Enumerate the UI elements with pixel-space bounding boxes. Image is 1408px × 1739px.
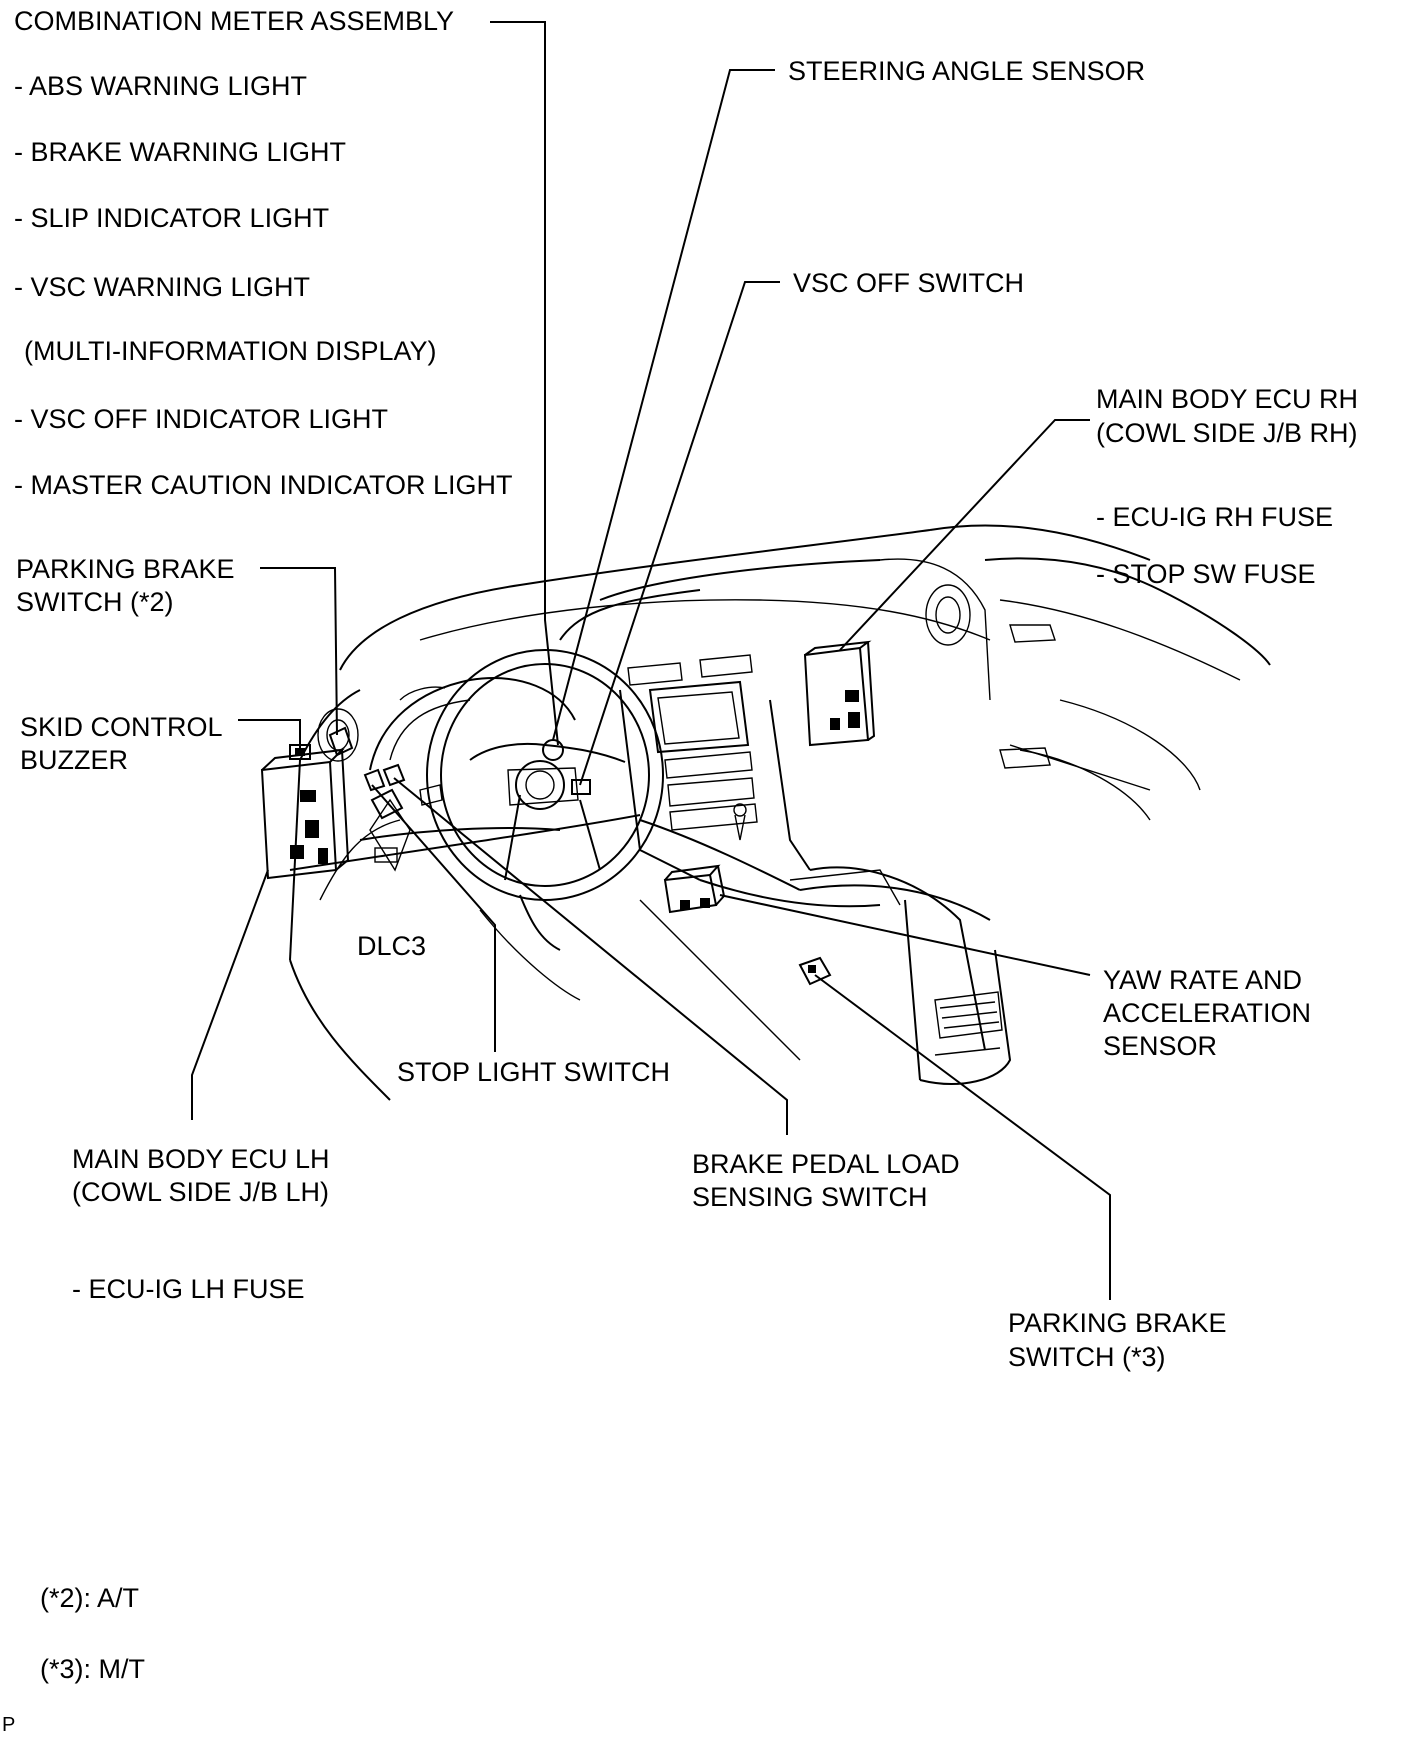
leader-parking-brake-switch-2 — [260, 567, 338, 736]
label-multi-information-display: (MULTI-INFORMATION DISPLAY) — [24, 336, 437, 366]
label-abs-warning-light: - ABS WARNING LIGHT — [14, 71, 307, 101]
leader-main-body-ecu-lh — [191, 869, 269, 1120]
label-main-body-ecu-lh-line2: (COWL SIDE J/B LH) — [72, 1177, 329, 1207]
leader-lines — [191, 21, 1111, 1300]
label-yaw-rate-line1: YAW RATE AND — [1103, 965, 1302, 995]
label-parking-brake-switch-2-line1: PARKING BRAKE — [16, 554, 235, 584]
yaw-rate-sensor-component — [663, 864, 726, 914]
label-master-caution-indicator-light: - MASTER CAUTION INDICATOR LIGHT — [14, 470, 513, 500]
label-main-body-ecu-rh-line2: (COWL SIDE J/B RH) — [1096, 418, 1358, 448]
label-parking-brake-switch-3-line1: PARKING BRAKE — [1008, 1308, 1227, 1338]
label-ecu-ig-rh-fuse: - ECU-IG RH FUSE — [1096, 502, 1333, 532]
leader-parking-brake-switch-3 — [814, 974, 1111, 1300]
label-brake-warning-light: - BRAKE WARNING LIGHT — [14, 137, 346, 167]
label-skid-control-buzzer-line2: BUZZER — [20, 745, 128, 775]
label-vsc-off-indicator-light: - VSC OFF INDICATOR LIGHT — [14, 404, 388, 434]
label-parking-brake-switch-3-line2: SWITCH (*3) — [1008, 1342, 1166, 1372]
leader-skid-control-buzzer — [238, 719, 301, 748]
leader-main-body-ecu-rh — [839, 419, 1090, 651]
leader-steering-angle-sensor — [552, 69, 775, 741]
steering-angle-sensor-component — [542, 739, 564, 761]
leader-stop-light-switch — [371, 784, 496, 1052]
label-yaw-rate-line2: ACCELERATION — [1103, 998, 1311, 1028]
label-ecu-ig-lh-fuse: - ECU-IG LH FUSE — [72, 1274, 305, 1304]
label-yaw-rate-line3: SENSOR — [1103, 1031, 1217, 1061]
label-main-body-ecu-rh-line1: MAIN BODY ECU RH — [1096, 384, 1358, 414]
label-skid-control-buzzer-line1: SKID CONTROL — [20, 712, 223, 742]
label-steering-angle-sensor: STEERING ANGLE SENSOR — [788, 56, 1145, 86]
label-vsc-off-switch: VSC OFF SWITCH — [793, 268, 1024, 298]
note-at: (*2): A/T — [40, 1583, 139, 1613]
label-stop-light-switch: STOP LIGHT SWITCH — [397, 1057, 670, 1087]
leader-brake-pedal-load — [393, 777, 788, 1135]
label-combination-meter-assembly: COMBINATION METER ASSEMBLY — [14, 6, 454, 36]
corner-mark: P — [2, 1714, 15, 1734]
parking-brake-switch-3-component — [798, 956, 832, 986]
stop-light-switch-component — [363, 768, 386, 792]
label-vsc-warning-light: - VSC WARNING LIGHT — [14, 272, 310, 302]
leader-yaw-rate — [719, 894, 1091, 976]
label-main-body-ecu-lh-line1: MAIN BODY ECU LH — [72, 1144, 330, 1174]
main-body-ecu-rh-component — [803, 640, 876, 747]
leader-combination-meter — [490, 21, 559, 746]
brake-pedal-load-sensing-switch-component — [382, 763, 406, 787]
dlc3-component — [370, 788, 404, 820]
parking-brake-switch-2-component — [328, 726, 354, 757]
label-parking-brake-switch-2-line2: SWITCH (*2) — [16, 587, 174, 617]
main-body-ecu-lh-component — [260, 748, 350, 880]
label-slip-indicator-light: - SLIP INDICATOR LIGHT — [14, 203, 329, 233]
note-mt: (*3): M/T — [40, 1654, 145, 1684]
label-brake-pedal-load-line2: SENSING SWITCH — [692, 1182, 928, 1212]
leader-vsc-off-switch — [579, 281, 780, 786]
label-dlc3: DLC3 — [357, 931, 426, 961]
dashboard-illustration — [289, 524, 1271, 1101]
label-brake-pedal-load-line1: BRAKE PEDAL LOAD — [692, 1149, 960, 1179]
label-stop-sw-fuse: - STOP SW FUSE — [1096, 559, 1316, 589]
